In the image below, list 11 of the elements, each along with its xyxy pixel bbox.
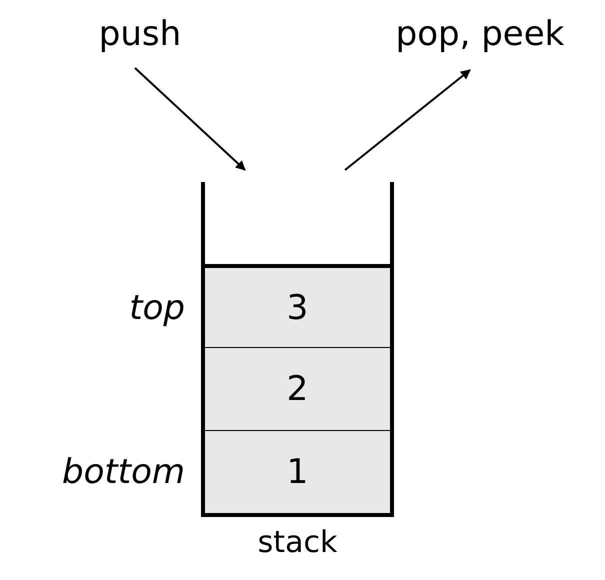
position-label: bottom — [62, 452, 185, 492]
arrow — [344, 69, 471, 171]
operation-label: pop, peek — [396, 14, 564, 54]
stack-value: 3 — [286, 288, 308, 328]
stack-cell — [205, 347, 390, 430]
arrow — [134, 67, 246, 171]
stack-caption: stack — [258, 525, 338, 561]
operation-label: push — [98, 14, 182, 54]
stack-value: 1 — [286, 452, 308, 492]
position-label: top — [129, 288, 185, 328]
stack-value: 2 — [286, 369, 308, 409]
